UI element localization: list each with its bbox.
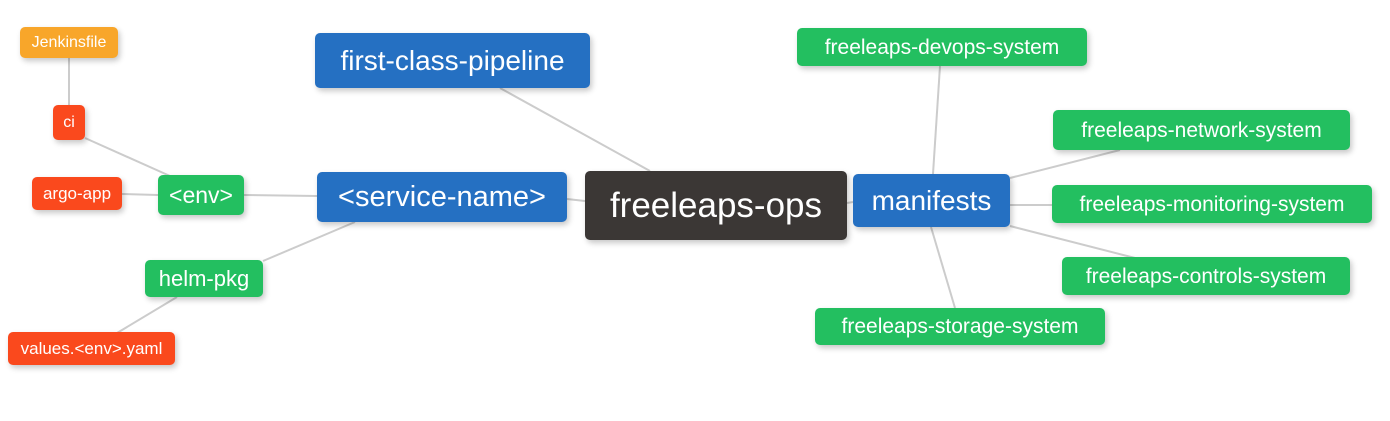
edge-first-class-pipeline-to-freeleaps-ops (499, 87, 651, 172)
node-jenkinsfile[interactable]: Jenkinsfile (20, 27, 118, 58)
edge-argo-app-to-env (121, 193, 159, 196)
node-devops-system[interactable]: freeleaps-devops-system (797, 28, 1087, 66)
node-controls-system[interactable]: freeleaps-controls-system (1062, 257, 1350, 295)
node-ci[interactable]: ci (53, 105, 85, 140)
edge-manifests-to-storage-system (930, 226, 956, 309)
edge-service-name-to-helm-pkg (262, 221, 356, 262)
node-monitoring-system[interactable]: freeleaps-monitoring-system (1052, 185, 1372, 223)
node-helm-pkg[interactable]: helm-pkg (145, 260, 263, 297)
edge-env-to-service-name (243, 194, 318, 197)
edge-manifests-to-devops-system (932, 65, 941, 175)
node-storage-system[interactable]: freeleaps-storage-system (815, 308, 1105, 345)
node-service-name[interactable]: <service-name> (317, 172, 567, 222)
edge-helm-pkg-to-values-env-yaml (116, 296, 178, 334)
node-first-class-pipeline[interactable]: first-class-pipeline (315, 33, 590, 88)
edge-service-name-to-freeleaps-ops (566, 198, 586, 202)
node-network-system[interactable]: freeleaps-network-system (1053, 110, 1350, 150)
node-env[interactable]: <env> (158, 175, 244, 215)
edge-freeleaps-ops-to-manifests (846, 201, 854, 204)
node-argo-app[interactable]: argo-app (32, 177, 122, 210)
node-manifests[interactable]: manifests (853, 174, 1010, 227)
edge-ci-to-env (84, 137, 171, 177)
node-values-env-yaml[interactable]: values.<env>.yaml (8, 332, 175, 365)
edge-manifests-to-controls-system (1009, 225, 1136, 259)
node-freeleaps-ops[interactable]: freeleaps-ops (585, 171, 847, 240)
edge-manifests-to-network-system (1009, 149, 1121, 179)
